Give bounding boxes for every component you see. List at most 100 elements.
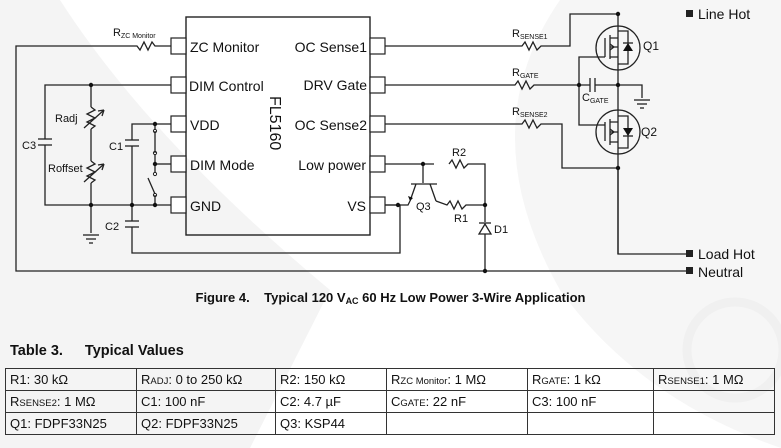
pin-oc-sense1 <box>369 37 386 55</box>
cell-value: : FDPF33N25 <box>158 416 238 431</box>
label-load-hot: Load Hot <box>698 246 755 262</box>
pin-drv-gate <box>369 76 386 94</box>
terminal-neutral <box>686 267 693 274</box>
cell-value: : 1 MΩ <box>704 372 744 387</box>
rzc-monitor-resistor <box>15 40 686 272</box>
table-heading: Typical Values <box>84 343 184 359</box>
label-rsense2: RSENSE2 <box>512 106 548 119</box>
label-q3: Q3 <box>416 201 431 213</box>
table-cell: R1: 30 kΩ <box>5 368 137 391</box>
label-neutral: Neutral <box>698 264 743 280</box>
diode-d1 <box>477 205 493 271</box>
label-q1: Q1 <box>643 39 659 53</box>
cell-component: R1 <box>10 372 27 387</box>
cell-component: C2 <box>280 394 297 409</box>
cell-component: C <box>391 394 401 409</box>
pin-label-oc-sense2: OC Sense2 <box>295 117 368 133</box>
cell-value: : KSP44 <box>297 416 346 431</box>
pin-low-power <box>369 155 386 173</box>
cell-subscript: ZC Monitor <box>400 376 448 387</box>
table-cell: R2: 150 kΩ <box>275 368 387 391</box>
figure-number: Figure 4. <box>195 290 250 305</box>
table-number: Table 3. <box>10 343 63 359</box>
table-cell: RZC Monitor: 1 MΩ <box>386 368 528 391</box>
label-rgate: RGATE <box>512 67 539 80</box>
capacitor-c3 <box>38 138 52 146</box>
cell-component: Q3 <box>280 416 298 431</box>
pin-zc-monitor <box>170 37 187 55</box>
pin-gnd <box>170 196 187 214</box>
pin-label-dim-mode: DIM Mode <box>190 157 255 173</box>
pin-dim-control <box>170 76 187 94</box>
capacitor-c2 <box>125 220 139 228</box>
label-c3: C3 <box>22 140 36 152</box>
cell-component: R <box>658 372 668 387</box>
label-rzc-monitor: RZC Monitor <box>113 27 156 40</box>
table-cell <box>653 412 775 435</box>
cell-value: : 4.7 µF <box>296 394 341 409</box>
table-cell: CGATE: 22 nF <box>386 390 528 413</box>
cell-value: : 1 MΩ <box>447 372 486 387</box>
pin-label-oc-sense1: OC Sense1 <box>295 39 368 55</box>
mosfet-q1 <box>595 14 641 85</box>
label-roffset: Roffset <box>48 163 83 175</box>
cell-value: : 100 nF <box>548 394 597 409</box>
table-cell: RGATE: 1 kΩ <box>527 368 654 391</box>
cell-value: : 22 nF <box>425 394 467 409</box>
table-title: Table 3. Typical Values <box>10 343 184 359</box>
cell-component: C1 <box>141 394 158 409</box>
ground-symbol-right <box>634 99 650 109</box>
terminal-load-hot <box>686 250 693 257</box>
pin-vdd <box>170 115 187 133</box>
cell-component: R <box>391 372 401 387</box>
pin-dim-mode <box>170 155 187 173</box>
pin-label-gnd: GND <box>190 198 221 214</box>
table-cell: RSENSE1: 1 MΩ <box>653 368 775 391</box>
rsense1-resistor <box>385 13 618 52</box>
label-cgate: CGATE <box>582 92 609 105</box>
table-cell <box>653 390 775 413</box>
pin-label-vdd: VDD <box>190 117 220 133</box>
potentiometer-radj <box>83 106 105 130</box>
rsense2-resistor <box>385 118 618 169</box>
cell-value: : FDPF33N25 <box>27 416 107 431</box>
dim-mode-jumpers[interactable] <box>147 124 171 205</box>
pin-label-dim-control: DIM Control <box>189 78 264 94</box>
pin-label-zc-monitor: ZC Monitor <box>190 39 260 55</box>
cell-value: : 150 kΩ <box>296 372 346 387</box>
label-line-hot: Line Hot <box>698 6 750 22</box>
capacitor-c1 <box>125 139 139 147</box>
table-cell: C2: 4.7 µF <box>275 390 387 413</box>
cell-component: Q1 <box>10 416 28 431</box>
table-cell: RADJ: 0 to 250 kΩ <box>136 368 276 391</box>
table-cell: RSENSE2: 1 MΩ <box>5 390 137 413</box>
table-cell: Q2: FDPF33N25 <box>136 412 276 435</box>
label-r1: R1 <box>454 213 468 225</box>
cell-value: : 100 nF <box>157 394 206 409</box>
resistor-r1 <box>435 199 485 211</box>
cell-subscript: SENSE1 <box>667 376 705 387</box>
transistor-q3[interactable] <box>408 183 437 202</box>
label-rsense1: RSENSE1 <box>512 28 548 41</box>
ic-name: FL5160 <box>266 96 283 150</box>
cell-subscript: ADJ <box>150 376 169 387</box>
cell-component: Q2 <box>141 416 159 431</box>
table-cell: C3: 100 nF <box>527 390 654 413</box>
capacitor-cgate <box>589 78 596 92</box>
ground-symbol-left <box>83 234 99 244</box>
figure-title: Typical 120 VAC 60 Hz Low Power 3-Wire A… <box>264 290 586 306</box>
pin-label-low-power: Low power <box>298 157 366 173</box>
pin-vs <box>369 196 386 214</box>
schematic-diagram: FL5160 ZC Monitor DIM Control VDD DIM Mo… <box>15 6 755 280</box>
pin-label-drv-gate: DRV Gate <box>303 77 367 93</box>
cell-subscript: SENSE2 <box>19 398 57 409</box>
cell-value: : 1 MΩ <box>56 394 96 409</box>
right-pins <box>369 37 386 214</box>
table-cell: Q1: FDPF33N25 <box>5 412 137 435</box>
resistor-r2 <box>448 158 486 205</box>
label-c1: C1 <box>109 141 123 153</box>
